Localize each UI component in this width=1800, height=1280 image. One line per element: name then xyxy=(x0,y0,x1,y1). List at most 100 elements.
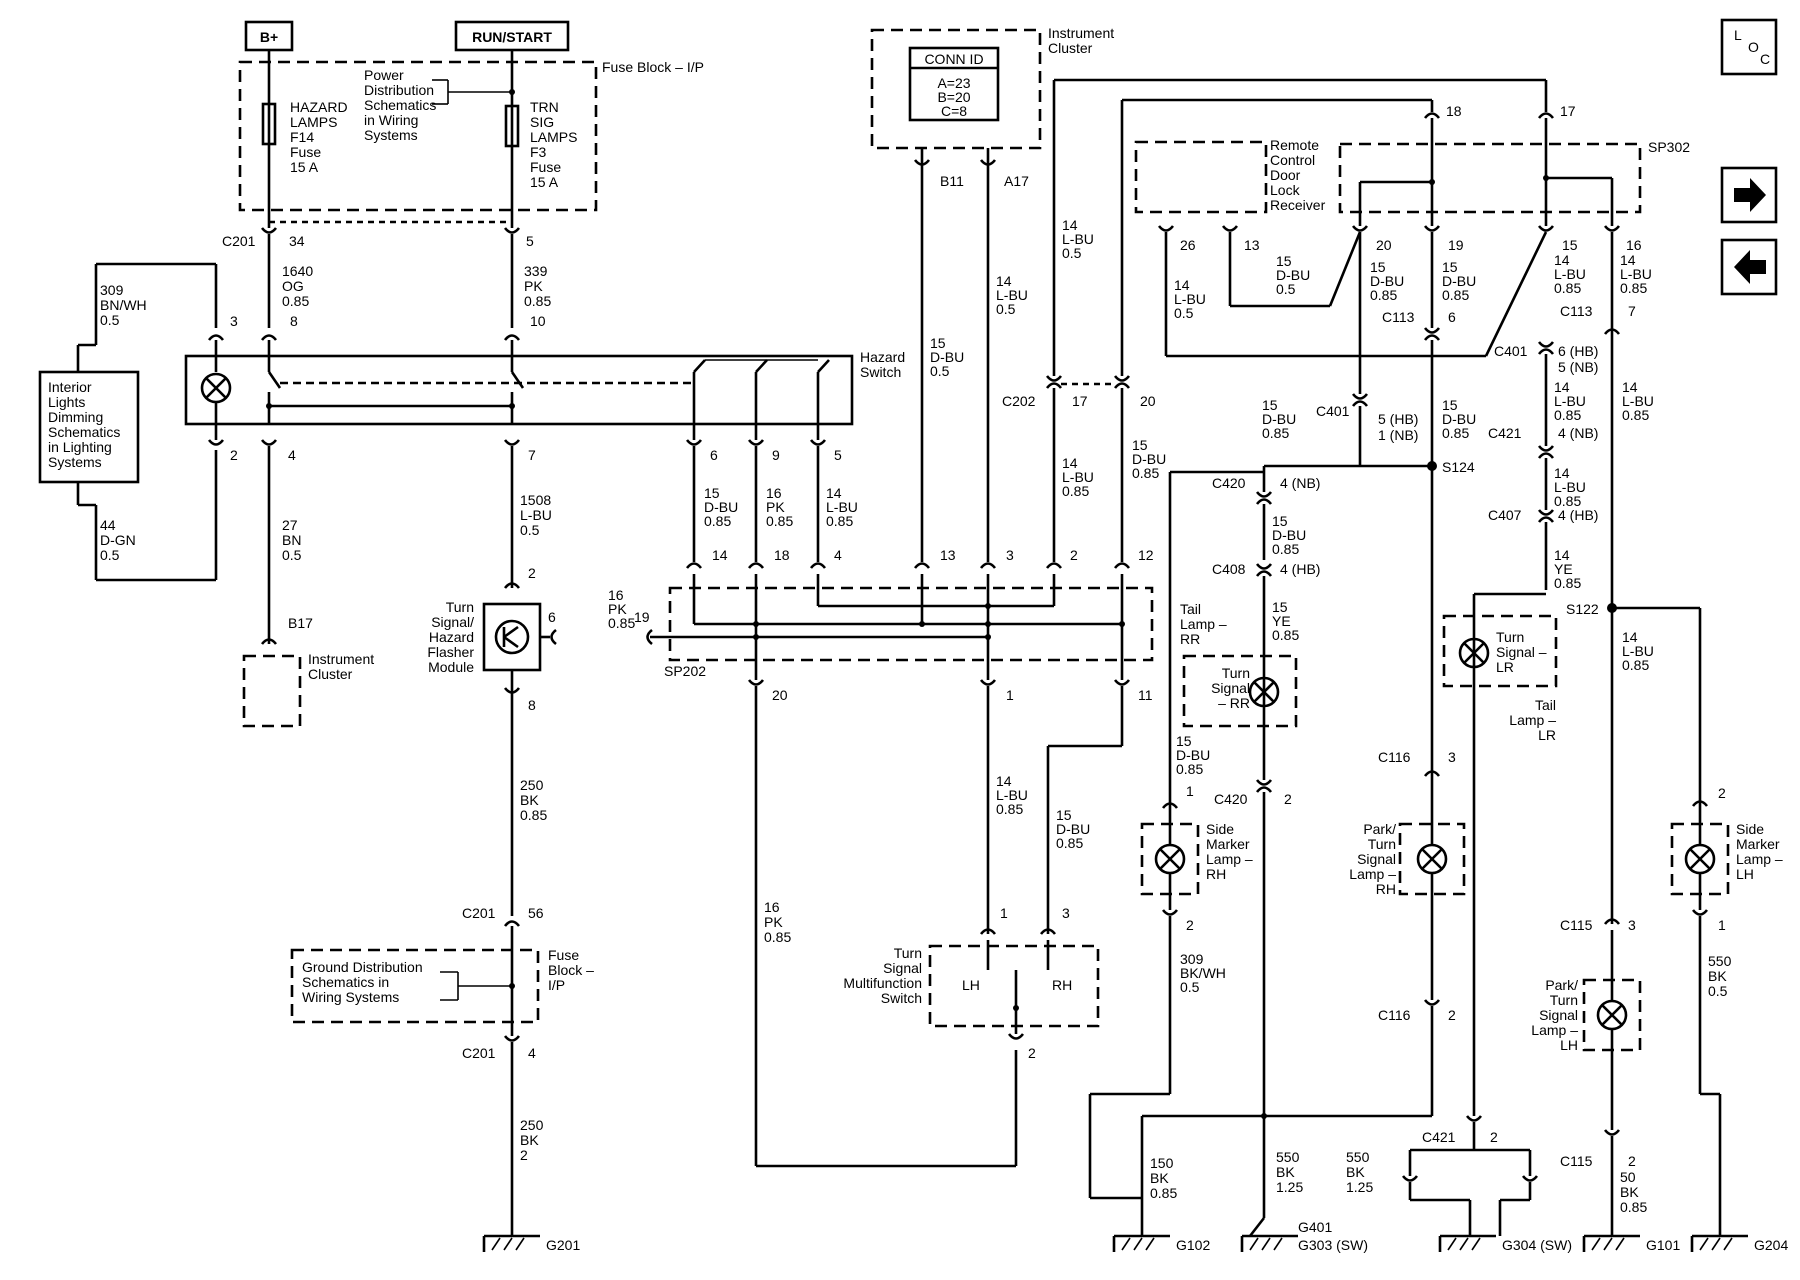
svg-text:34: 34 xyxy=(289,233,305,249)
wire-1640: 1640 OG 0.85 xyxy=(282,263,313,309)
svg-text:PK: PK xyxy=(608,601,627,617)
svg-text:TRN: TRN xyxy=(530,99,559,115)
svg-text:15: 15 xyxy=(1262,397,1278,413)
svg-text:5: 5 xyxy=(834,447,842,463)
svg-text:13: 13 xyxy=(940,547,956,563)
svg-text:Schematics: Schematics xyxy=(364,97,436,113)
svg-text:16: 16 xyxy=(608,587,624,603)
svg-text:0.5: 0.5 xyxy=(996,301,1016,317)
svg-text:C421: C421 xyxy=(1488,425,1522,441)
svg-text:0.5: 0.5 xyxy=(520,522,540,538)
left-arrow-icon[interactable] xyxy=(1720,238,1778,296)
svg-text:SIG: SIG xyxy=(530,114,554,130)
svg-text:Signal: Signal xyxy=(1357,851,1396,867)
svg-text:4 (HB): 4 (HB) xyxy=(1280,561,1320,577)
svg-text:Wiring Systems: Wiring Systems xyxy=(302,989,399,1005)
svg-text:Flasher: Flasher xyxy=(427,644,474,660)
svg-text:15 A: 15 A xyxy=(530,174,559,190)
svg-text:Signal: Signal xyxy=(1539,1007,1578,1023)
loc-icon[interactable]: L O C xyxy=(1720,18,1778,76)
rcdl-receiver-label: Remote Control Door Lock Receiver xyxy=(1270,137,1326,213)
interior-lights-label: Interior Lights Dimming Schematics in Li… xyxy=(48,379,120,470)
instrument-cluster-a-label: Instrument Cluster xyxy=(1048,25,1114,56)
svg-text:1: 1 xyxy=(1186,783,1194,799)
svg-text:Lamp –: Lamp – xyxy=(1531,1022,1578,1038)
svg-text:A=23: A=23 xyxy=(937,75,970,91)
svg-text:14: 14 xyxy=(1622,379,1638,395)
flasher-transistor-icon xyxy=(494,619,530,655)
interior-lights-box xyxy=(38,370,140,484)
svg-text:Turn: Turn xyxy=(894,945,922,961)
park-turn-rh-label: Park/ Turn Signal Lamp – RH xyxy=(1349,821,1396,897)
svg-text:3: 3 xyxy=(1448,749,1456,765)
svg-text:0.85: 0.85 xyxy=(1150,1185,1177,1201)
svg-text:0.85: 0.85 xyxy=(282,293,309,309)
svg-text:14: 14 xyxy=(1062,217,1078,233)
svg-text:BK: BK xyxy=(1150,1170,1169,1186)
svg-text:0.85: 0.85 xyxy=(1442,287,1469,303)
svg-text:Tail: Tail xyxy=(1180,601,1201,617)
svg-text:0.5: 0.5 xyxy=(1174,305,1194,321)
svg-text:0.5: 0.5 xyxy=(100,312,120,328)
svg-text:15: 15 xyxy=(1442,259,1458,275)
wire-16-pk-pin9: 16 PK 0.85 xyxy=(766,485,793,529)
wire-27-bn: 27 BN 0.5 xyxy=(282,517,302,563)
svg-text:2: 2 xyxy=(1628,1153,1636,1169)
svg-text:C420: C420 xyxy=(1212,475,1246,491)
svg-text:14: 14 xyxy=(1554,252,1570,268)
svg-text:Hazard: Hazard xyxy=(860,349,905,365)
svg-text:2: 2 xyxy=(1448,1007,1456,1023)
svg-text:0.85: 0.85 xyxy=(1056,835,1083,851)
turn-signal-lr-box xyxy=(1442,614,1558,688)
svg-text:14: 14 xyxy=(996,773,1012,789)
svg-text:16: 16 xyxy=(766,485,782,501)
svg-text:Fuse: Fuse xyxy=(548,947,579,963)
svg-text:Turn: Turn xyxy=(446,599,474,615)
park-turn-lh-label: Park/ Turn Signal Lamp – LH xyxy=(1531,977,1578,1053)
svg-text:C201: C201 xyxy=(462,1045,496,1061)
svg-text:0.85: 0.85 xyxy=(1272,541,1299,557)
svg-text:19: 19 xyxy=(1448,237,1464,253)
svg-text:I/P: I/P xyxy=(548,977,565,993)
wire-15-dbu-19: 15 D-BU 0.85 xyxy=(1442,259,1476,303)
turn-signal-rr-box xyxy=(1182,654,1298,728)
svg-text:14: 14 xyxy=(1062,455,1078,471)
svg-text:Lamp –: Lamp – xyxy=(1509,712,1556,728)
wire-14-ye: 14 YE 0.85 xyxy=(1554,547,1581,591)
svg-text:YE: YE xyxy=(1272,613,1291,629)
svg-text:Signal: Signal xyxy=(1211,680,1250,696)
svg-text:B17: B17 xyxy=(288,615,313,631)
wire-15-dbu-mf3: 15 D-BU 0.85 xyxy=(1056,807,1090,851)
svg-text:Lock: Lock xyxy=(1270,182,1301,198)
svg-text:Distribution: Distribution xyxy=(364,82,434,98)
svg-text:L-BU: L-BU xyxy=(1554,479,1586,495)
svg-text:D-GN: D-GN xyxy=(100,532,136,548)
svg-text:C=8: C=8 xyxy=(941,103,967,119)
wire-15-dbu-20c: 15 D-BU 0.85 xyxy=(1370,259,1404,303)
svg-text:YE: YE xyxy=(1554,561,1573,577)
svg-text:D-BU: D-BU xyxy=(1442,273,1476,289)
svg-text:Side: Side xyxy=(1736,821,1764,837)
svg-text:L-BU: L-BU xyxy=(996,787,1028,803)
svg-text:0.5: 0.5 xyxy=(100,547,120,563)
ground-g304: G304 (SW) xyxy=(1502,1237,1572,1253)
svg-text:0.85: 0.85 xyxy=(1620,280,1647,296)
c201-label: C201 xyxy=(222,233,256,249)
rcdl-receiver-box xyxy=(1134,140,1268,214)
wire-14-lbu-c202-2: 14 L-BU 0.85 xyxy=(1062,455,1094,499)
svg-text:2: 2 xyxy=(528,565,536,581)
instrument-cluster-a-box xyxy=(870,28,1042,150)
svg-text:15: 15 xyxy=(1276,253,1292,269)
svg-text:B=20: B=20 xyxy=(937,89,970,105)
wire-14-lbu-mf1: 14 L-BU 0.85 xyxy=(996,773,1028,817)
right-arrow-icon[interactable] xyxy=(1720,166,1778,224)
svg-text:Systems: Systems xyxy=(364,127,418,143)
svg-text:18: 18 xyxy=(774,547,790,563)
wire-16-pk-20: 16 PK 0.85 xyxy=(764,899,791,945)
bplus-label: B+ xyxy=(260,29,278,45)
svg-text:A17: A17 xyxy=(1004,173,1029,189)
mf-lh: LH xyxy=(962,977,980,993)
svg-text:D-BU: D-BU xyxy=(1370,273,1404,289)
svg-text:BK: BK xyxy=(1708,968,1727,984)
svg-text:Interior: Interior xyxy=(48,379,92,395)
